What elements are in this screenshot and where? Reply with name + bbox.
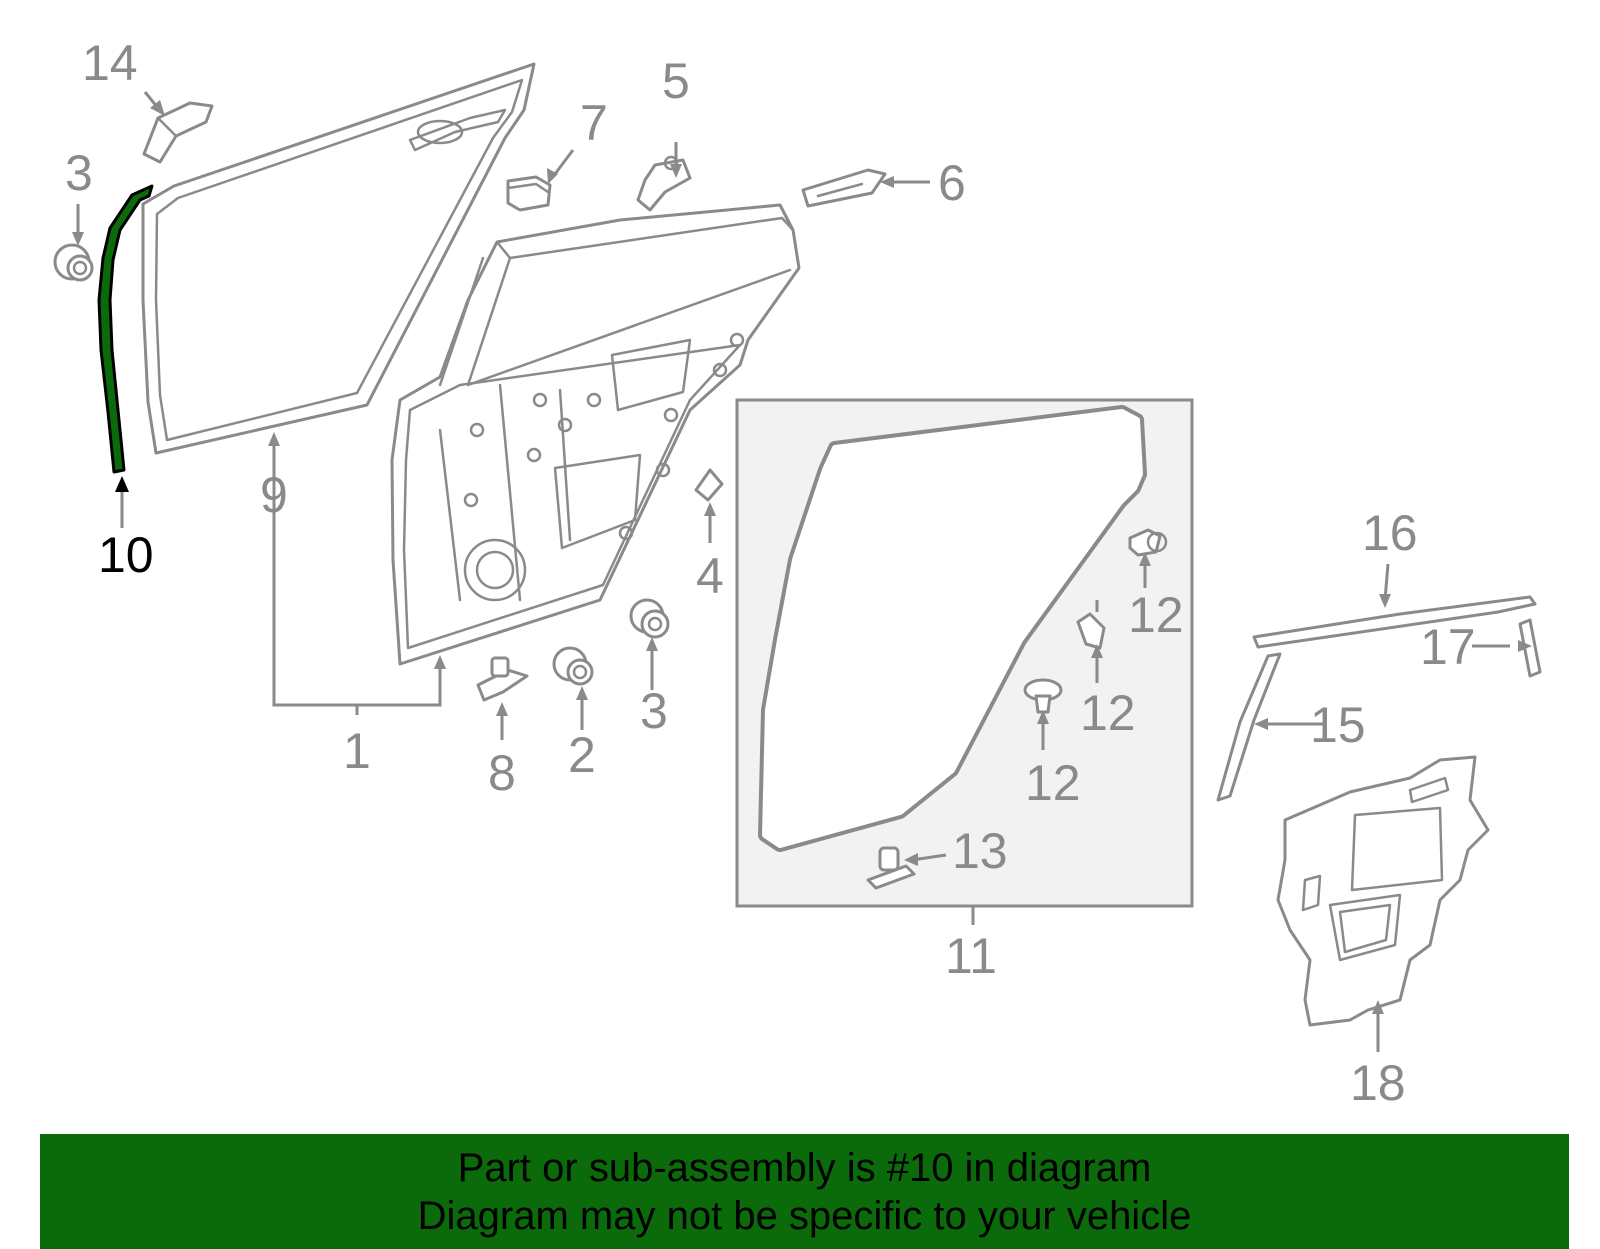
- callout-2: 2: [568, 727, 596, 783]
- clip-part-12b: [1076, 612, 1106, 650]
- callout-14: 14: [82, 35, 138, 91]
- callout-7: 7: [580, 95, 608, 151]
- callout-1: 1: [343, 723, 371, 779]
- molding-part-15: [1216, 652, 1282, 802]
- callout-5: 5: [662, 53, 690, 109]
- arrow-heads: [72, 100, 1532, 1014]
- callout-12c: 12: [1025, 755, 1081, 811]
- molding-part-16: [1252, 595, 1537, 649]
- weatherstrip-part-10-highlighted: [97, 184, 154, 474]
- leader-lines: [76, 91, 1510, 1052]
- handle-part-6: [801, 168, 887, 208]
- callout-3a: 3: [65, 145, 93, 201]
- callout-15: 15: [1310, 697, 1366, 753]
- callout-17: 17: [1420, 619, 1476, 675]
- trim-part-17: [1518, 618, 1542, 678]
- callout-8: 8: [488, 745, 516, 801]
- callout-12a: 12: [1128, 587, 1184, 643]
- callout-13: 13: [952, 823, 1008, 879]
- bracket-part-5: [636, 155, 692, 212]
- callout-6: 6: [938, 155, 966, 211]
- panel-part-18: [1276, 755, 1490, 1027]
- callout-labels: 14 3 10 9 1 7 5 6 4 8 2 3 11 12 12 12 13…: [65, 35, 1476, 1111]
- clip-part-13: [866, 846, 916, 890]
- grommet-part-3b: [629, 598, 670, 639]
- callout-9: 9: [260, 467, 288, 523]
- banner-line-2: Diagram may not be specific to your vehi…: [417, 1194, 1192, 1238]
- striker-part-8: [476, 656, 529, 702]
- grommet-part-3a: [53, 243, 94, 282]
- callout-10: 10: [98, 527, 154, 583]
- door-glass-part-9: [141, 62, 536, 455]
- callout-12b: 12: [1080, 685, 1136, 741]
- callout-18: 18: [1350, 1055, 1406, 1111]
- callout-4: 4: [696, 548, 724, 604]
- callout-16: 16: [1362, 505, 1418, 561]
- callout-11: 11: [945, 928, 997, 984]
- bracket-part-14: [142, 101, 214, 164]
- door-shell-part-1: [390, 203, 801, 666]
- info-banner: Part or sub-assembly is #10 in diagram D…: [40, 1134, 1569, 1249]
- banner-line-1: Part or sub-assembly is #10 in diagram: [457, 1146, 1152, 1190]
- clip-part-4: [694, 468, 724, 502]
- grommet-part-2: [552, 646, 594, 686]
- clip-part-7: [506, 175, 552, 212]
- clip-part-12c: [1023, 678, 1063, 714]
- callout-3b: 3: [640, 683, 668, 739]
- weatherstrip-box-part-11: [735, 398, 1194, 908]
- clip-part-12a: [1128, 528, 1168, 557]
